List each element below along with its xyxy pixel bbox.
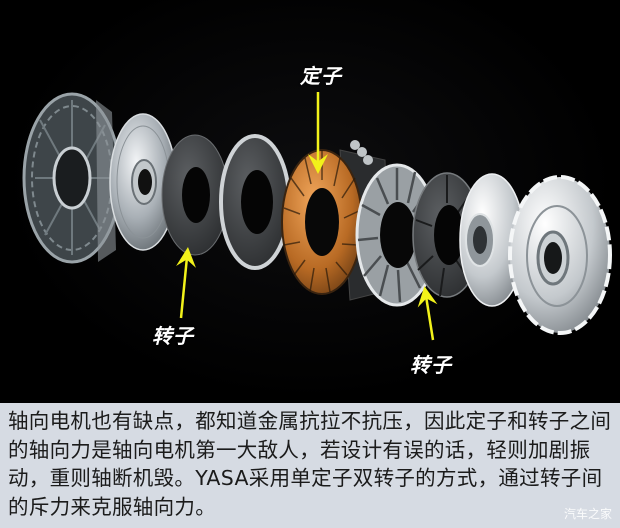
rotor-left-arrow: [176, 247, 196, 319]
rotor-disc-left-silver: [109, 113, 177, 251]
housing-left: [22, 92, 122, 264]
motor-exploded-view: 定子 转子 转子: [0, 0, 620, 403]
motor-illustration: [22, 92, 612, 341]
stator-label: 定子: [300, 64, 342, 88]
watermark: 汽车之家: [563, 507, 612, 521]
housing-right: [508, 175, 612, 335]
spacer-disc-left: [219, 134, 291, 270]
rotor-right-arrow: [417, 286, 438, 341]
magnet-ring-left: [161, 134, 229, 256]
rotor-left-label: 转子: [152, 324, 194, 348]
caption-panel: 轴向电机也有缺点，都知道金属抗拉不抗压，因此定子和转子之间的轴向力是轴向电机第一…: [0, 403, 620, 528]
rotor-right-label: 转子: [410, 353, 452, 377]
caption-text: 轴向电机也有缺点，都知道金属抗拉不抗压，因此定子和转子之间的轴向力是轴向电机第一…: [8, 409, 612, 519]
